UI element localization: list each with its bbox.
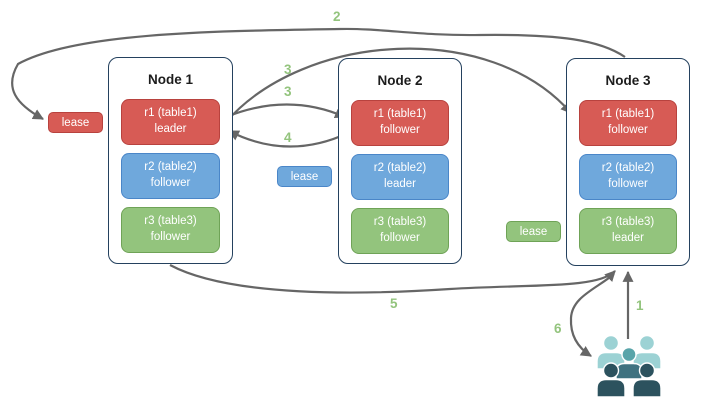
node-2-replica-r2: r2 (table2) leader [351,154,449,200]
replica-name: r3 (table3) [373,216,427,229]
arrow-step-2-node3-to-red-lease [11,27,626,120]
replica-name: r3 (table3) [601,216,655,229]
replica-role: follower [150,177,191,189]
replica-name: r2 (table2) [144,161,197,174]
node-1-replica-r3: r3 (table3) follower [121,207,220,253]
node-1-replica-r2: r2 (table2) follower [121,153,220,199]
node-2-replica-r1: r1 (table1) follower [351,100,449,146]
replica-role: follower [608,124,648,136]
step-label-6: 6 [554,321,562,336]
node-2-title: Node 2 [377,73,423,88]
lease-badge-red: lease [48,112,103,133]
replica-role: leader [154,123,187,135]
users-group-icon [596,334,662,398]
step-label-4: 4 [284,130,292,145]
node-3-replica-r1: r1 (table1) follower [579,100,677,146]
replica-role: follower [380,124,420,136]
replica-name: r2 (table2) [601,162,655,175]
node-3-replica-r3: r3 (table3) leader [579,208,677,254]
arrow-step-5-node1-to-node3 [169,264,616,294]
replica-name: r2 (table2) [373,162,427,175]
node-1: Node 1 r1 (table1) leader r2 (table2) fo… [108,57,233,264]
replica-name: r3 (table3) [144,215,197,228]
replica-name: r1 (table1) [601,108,655,121]
step-label-3b: 3 [284,84,292,99]
replica-role: follower [380,232,420,244]
replica-name: r1 (table1) [373,108,427,121]
replica-name: r1 (table1) [144,107,197,120]
node-3-replica-r2: r2 (table2) follower [579,154,677,200]
arrow-step-3-node1-to-node2 [225,103,347,119]
replica-role: leader [612,232,644,244]
node-3: Node 3 r1 (table1) follower r2 (table2) … [566,58,690,266]
step-label-3a: 3 [284,62,292,77]
replica-role: follower [608,178,648,190]
arrow-step-4-node2-to-node1 [228,130,349,148]
step-label-5: 5 [390,296,398,311]
step-label-1: 1 [636,298,644,313]
step-label-2: 2 [333,9,341,24]
node-2-replica-r3: r3 (table3) follower [351,208,449,254]
replica-role: leader [384,178,416,190]
lease-badge-green: lease [506,221,561,242]
arrow-step-6-node3-to-clients [569,273,615,357]
node-1-title: Node 1 [147,72,193,87]
node-1-replica-r1: r1 (table1) leader [121,99,220,145]
replica-role: follower [150,231,191,243]
node-3-title: Node 3 [605,73,651,88]
lease-badge-blue: lease [277,166,332,187]
arrow-step-3-node1-to-node3 [225,47,572,123]
node-2: Node 2 r1 (table1) follower r2 (table2) … [338,58,462,264]
